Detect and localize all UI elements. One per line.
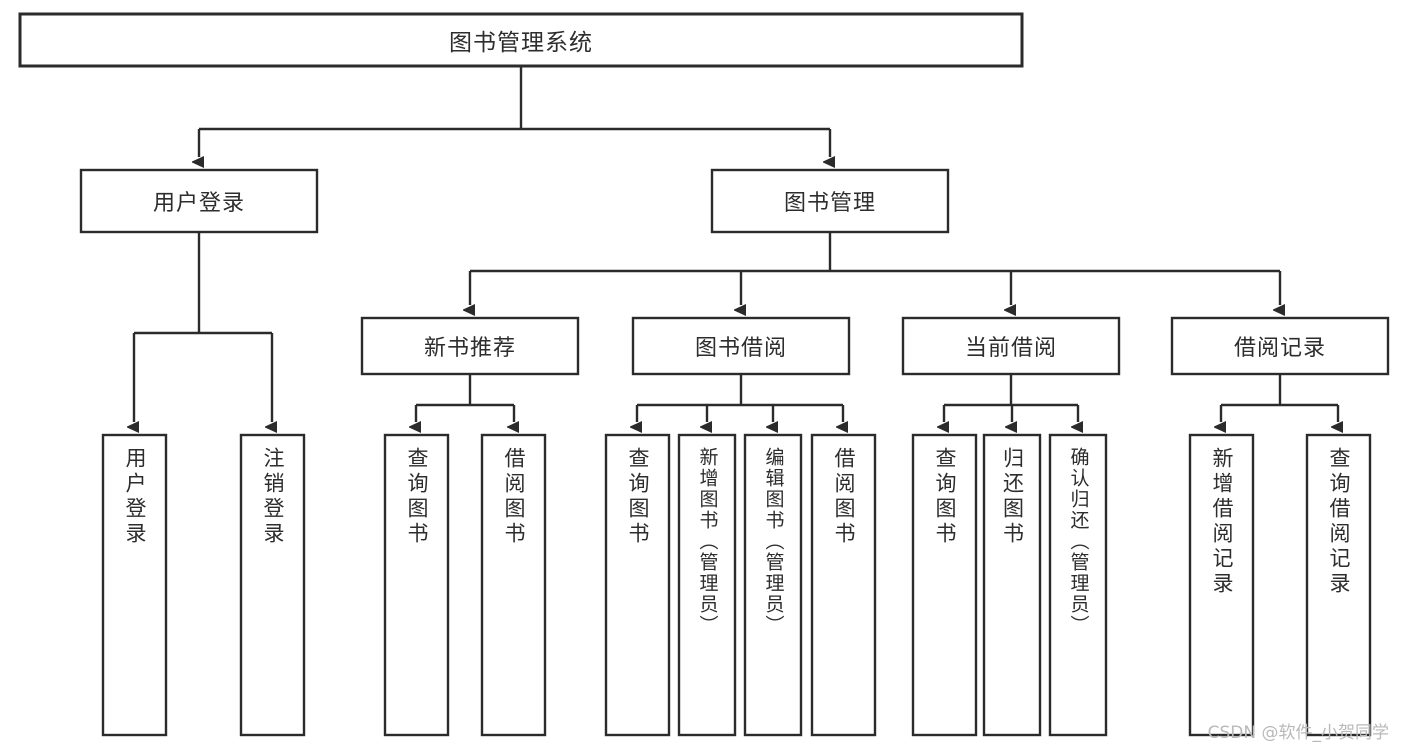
node-box-leaf-confirm-return[interactable] — [1048, 433, 1108, 737]
node-box-leaf-query-record[interactable] — [1305, 433, 1372, 737]
node-box-new-book-recommend[interactable] — [360, 316, 580, 376]
node-box-leaf-query-book-1[interactable] — [383, 433, 450, 737]
connector-layer — [134, 66, 1338, 422]
node-box-root[interactable] — [18, 12, 1024, 68]
node-box-leaf-query-book-2[interactable] — [604, 433, 671, 737]
node-box-leaf-edit-book-admin[interactable] — [743, 433, 803, 737]
node-box-leaf-borrow-book-1[interactable] — [480, 433, 547, 737]
node-box-current-borrow[interactable] — [901, 316, 1121, 376]
node-box-leaf-add-book-admin[interactable] — [677, 433, 737, 737]
node-box-leaf-user-logout[interactable] — [239, 433, 306, 737]
node-box-leaf-borrow-book-2[interactable] — [810, 433, 877, 737]
node-box-user-login[interactable] — [79, 168, 319, 234]
node-box-leaf-query-book-3[interactable] — [911, 433, 978, 737]
node-box-book-borrow[interactable] — [631, 316, 851, 376]
node-box-leaf-user-login[interactable] — [101, 433, 168, 737]
node-box-borrow-records[interactable] — [1170, 316, 1390, 376]
node-box-book-management[interactable] — [710, 168, 950, 234]
node-box-layer — [18, 12, 1390, 737]
node-box-leaf-add-record[interactable] — [1188, 433, 1255, 737]
node-box-leaf-return-book[interactable] — [982, 433, 1042, 737]
